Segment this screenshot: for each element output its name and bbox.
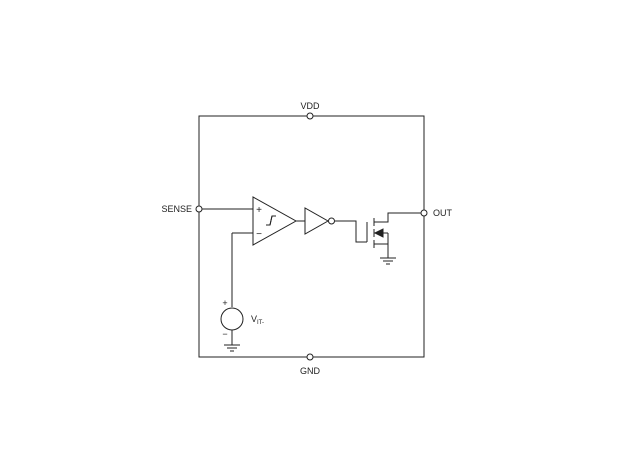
voltage-source-symbol <box>220 307 244 331</box>
gate-wire <box>335 220 367 243</box>
source-label: VIT- <box>251 314 264 326</box>
inverter-symbol <box>304 207 330 235</box>
source-plus-sign: + <box>222 298 227 308</box>
mosfet-ground-icon <box>380 257 396 265</box>
source-label-main: V <box>251 314 257 324</box>
source-ground-icon <box>224 344 240 352</box>
vdd-pin <box>306 112 314 120</box>
out-pin <box>420 209 428 217</box>
sense-label: SENSE <box>161 204 192 214</box>
vdd-label: VDD <box>300 101 320 111</box>
hysteresis-icon-stroke <box>269 215 273 226</box>
out-label: OUT <box>433 208 453 218</box>
gnd-label: GND <box>300 366 321 376</box>
comparator-symbol <box>252 196 298 246</box>
nmos-transistor-symbol <box>366 212 421 258</box>
comparator-minus-sign: − <box>256 229 262 240</box>
sense-pin <box>195 205 203 213</box>
source-label-sub: IT- <box>257 320 264 326</box>
gnd-pin <box>306 353 314 361</box>
inverter-bubble <box>328 217 335 225</box>
device-boundary <box>198 115 425 358</box>
source-minus-sign: − <box>222 329 227 339</box>
comparator-plus-sign: + <box>256 205 262 216</box>
